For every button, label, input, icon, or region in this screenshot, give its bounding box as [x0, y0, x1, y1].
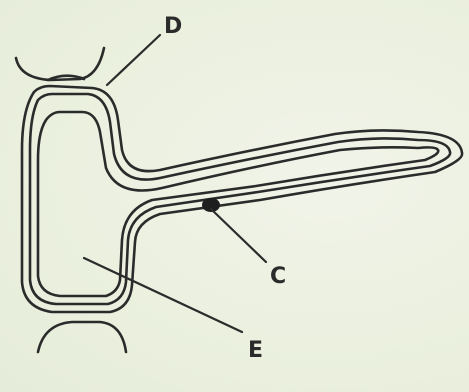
leader-line-d	[107, 35, 160, 85]
label-e: E	[248, 338, 263, 363]
label-c: C	[270, 264, 286, 289]
middle-boundary	[30, 94, 450, 304]
leader-line-c	[211, 209, 266, 262]
outer-boundary	[22, 86, 462, 312]
label-d: D	[164, 14, 182, 39]
bottom-cap	[38, 322, 126, 352]
